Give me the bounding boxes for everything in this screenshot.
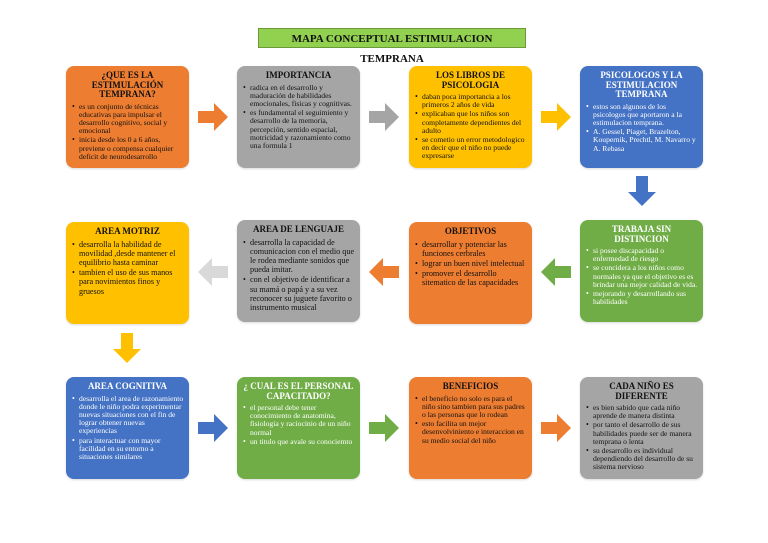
list-item: si posee discapacidad o enfermedad de ri… — [586, 246, 698, 263]
node-title: CADA NIÑO ES DIFERENTE — [609, 381, 674, 401]
list-item: por tanto el desarrollo de sus habilidad… — [586, 421, 698, 446]
node-importancia: IMPORTANCIA radica en el desarrollo y ma… — [237, 66, 360, 168]
node-list: radica en el desarrollo y maduración de … — [242, 83, 355, 151]
arrow-right-icon — [198, 414, 228, 442]
list-item: un titulo que avale su conociemto — [243, 437, 355, 446]
list-item: el beneficio no solo es para el niño sin… — [415, 394, 527, 420]
node-title: OBJETIVOS — [444, 226, 497, 236]
list-item: radica en el desarrollo y maduración de … — [243, 83, 355, 109]
arrow-left-icon — [541, 258, 571, 286]
list-item: desarrollar y potenciar las funciones ce… — [415, 240, 527, 258]
list-item: explicaban que los niños son completamen… — [415, 110, 527, 135]
node-list: es un conjunto de técnicas educativas pa… — [71, 102, 184, 161]
list-item: promover el desarrollo sitematico de las… — [415, 269, 527, 287]
list-item: tambien el uso de sus manos para novimie… — [72, 268, 184, 296]
node-title: BENEFICIOS — [442, 381, 499, 391]
arrow-right-icon — [541, 414, 571, 442]
node-list: desarrolla el area de razonamiento donde… — [71, 394, 184, 462]
node-personal-capacitado: ¿ CUAL ES EL PERSONAL CAPACITADO? el per… — [237, 377, 360, 479]
node-objetivos: OBJETIVOS desarrollar y potenciar las fu… — [409, 222, 532, 324]
list-item: inicia desde los 0 a 6 años, previene o … — [72, 136, 184, 161]
node-title: IMPORTANCIA — [265, 70, 332, 80]
arrow-left-icon — [198, 258, 228, 286]
list-item: se cometio un error metodologico en deci… — [415, 135, 527, 161]
list-item: para interactuar con mayor facilidad en … — [72, 436, 184, 462]
node-title: LOS LIBROS DE PSICOLOGIA — [435, 70, 506, 90]
list-item: es un conjunto de técnicas educativas pa… — [72, 102, 184, 136]
node-beneficios: BENEFICIOS el beneficio no solo es para … — [409, 377, 532, 479]
node-list: desarrolla la capacidad de comunicacion … — [242, 238, 355, 313]
list-item: desarrolla la capacidad de comunicacion … — [243, 238, 355, 275]
node-list: estos son algunos de los psicologos que … — [585, 102, 698, 153]
node-area-motriz: AREA MOTRIZ desarrolla la habilidad de m… — [66, 222, 189, 324]
list-item: mejorando y desarrollando sus habilidade… — [586, 289, 698, 306]
list-item: desarrolla el area de razonamiento donde… — [72, 394, 184, 436]
node-title: PSICOLOGOS Y LA ESTIMULACION TEMPRANA — [600, 70, 683, 99]
node-title: AREA DE LENGUAJE — [252, 224, 344, 234]
list-item: desarrolla la habilidad de movilidad ,de… — [72, 240, 184, 268]
list-item: es bien sabido que cada niño aprende de … — [586, 403, 698, 420]
arrow-down-icon — [113, 333, 141, 363]
arrow-right-icon — [369, 103, 399, 131]
node-title: AREA MOTRIZ — [95, 226, 160, 236]
node-que-es: ¿QUE ES LA ESTIMULACIÓN TEMPRANA? es un … — [66, 66, 189, 168]
list-item: su desarrollo es individual dependiendo … — [586, 446, 698, 472]
list-item: el personal debe tener conocimiento de a… — [243, 403, 355, 437]
list-item: estos son algunos de los psicologos que … — [586, 102, 698, 128]
node-area-lenguaje: AREA DE LENGUAJE desarrolla la capacidad… — [237, 220, 360, 322]
list-item: lograr un buen nivel intelectual — [415, 259, 527, 268]
list-item: esto facilita un mejor desenvolviniento … — [415, 420, 527, 445]
node-title: ¿QUE ES LA ESTIMULACIÓN TEMPRANA? — [91, 70, 164, 99]
arrow-right-icon — [541, 103, 571, 131]
list-item: con el objetivo de identificar a su mamá… — [243, 275, 355, 312]
node-psicologos: PSICOLOGOS Y LA ESTIMULACION TEMPRANA es… — [580, 66, 703, 168]
node-list: el personal debe tener conocimiento de a… — [242, 403, 355, 446]
list-item: daban poca importancia a los primeros 2 … — [415, 92, 527, 109]
arrow-right-icon — [198, 103, 228, 131]
node-cada-nino-diferente: CADA NIÑO ES DIFERENTE es bien sabido qu… — [580, 377, 703, 479]
node-list: el beneficio no solo es para el niño sin… — [414, 394, 527, 445]
page-title: MAPA CONCEPTUAL ESTIMULACION TEMPRANA — [258, 28, 526, 65]
node-title: AREA COGNITIVA — [87, 381, 168, 391]
node-list: si posee discapacidad o enfermedad de ri… — [585, 246, 698, 306]
node-libros-psicologia: LOS LIBROS DE PSICOLOGIA daban poca impo… — [409, 66, 532, 168]
list-item: es fundamental el seguimiento y desarrol… — [243, 109, 355, 150]
node-title: ¿ CUAL ES EL PERSONAL CAPACITADO? — [243, 381, 354, 401]
node-area-cognitiva: AREA COGNITIVA desarrolla el area de raz… — [66, 377, 189, 479]
list-item: se concidera a los niños como normales y… — [586, 264, 698, 289]
arrow-right-icon — [369, 414, 399, 442]
list-item: A. Gessel, Piaget, Brazelton, Koupernik,… — [586, 128, 698, 153]
node-list: es bien sabido que cada niño aprende de … — [585, 403, 698, 472]
node-trabaja-sin-distincion: TRABAJA SIN DISTINCION si posee discapac… — [580, 220, 703, 322]
node-title: TRABAJA SIN DISTINCION — [611, 224, 672, 244]
arrow-left-icon — [369, 258, 399, 286]
node-list: desarrolla la habilidad de movilidad ,de… — [71, 240, 184, 296]
arrow-down-icon — [628, 176, 656, 206]
node-list: daban poca importancia a los primeros 2 … — [414, 92, 527, 161]
node-list: desarrollar y potenciar las funciones ce… — [414, 240, 527, 288]
